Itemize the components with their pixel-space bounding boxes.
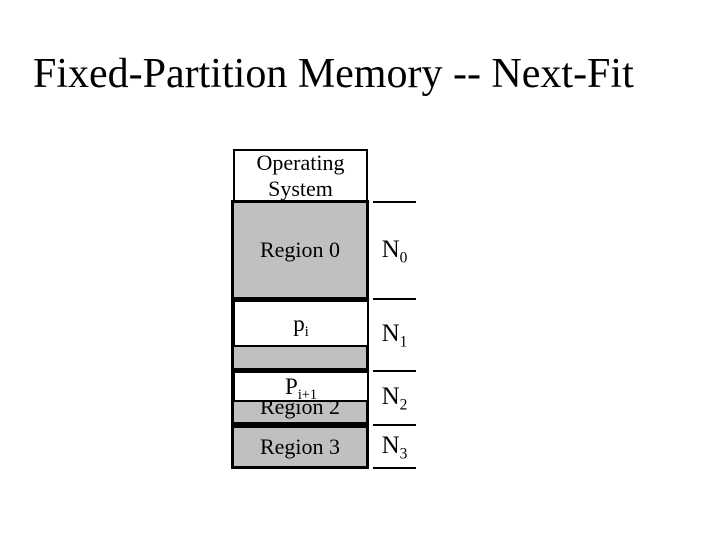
region-3-label: Region 3 — [259, 434, 341, 459]
operating-system-box: Operating System — [233, 149, 368, 202]
scale-label-n3: N3 — [381, 431, 408, 462]
scale-label-n0: N0 — [381, 235, 408, 266]
scale-tick — [373, 298, 416, 300]
process-pi-box: pi — [233, 300, 369, 347]
region-0-label: Region 0 — [259, 237, 341, 262]
scale-tick — [373, 424, 416, 426]
os-box-label-line2: System — [268, 175, 333, 201]
region-0-box: Region 0 — [231, 200, 369, 300]
process-pi-plus-1-label: Pi+1 — [285, 373, 317, 403]
os-box-label-line1: Operating — [256, 149, 345, 175]
region-3-box: Region 3 — [231, 425, 369, 469]
process-pi-label: pi — [293, 310, 309, 340]
scale-tick — [373, 370, 416, 372]
scale-label-n2: N2 — [381, 383, 408, 414]
scale-label-n1: N1 — [381, 320, 408, 351]
scale-tick — [373, 467, 416, 469]
slide-title: Fixed-Partition Memory -- Next-Fit — [33, 51, 634, 97]
process-pi-plus-1-box: Pi+1 — [233, 371, 369, 402]
scale-tick — [373, 201, 416, 203]
